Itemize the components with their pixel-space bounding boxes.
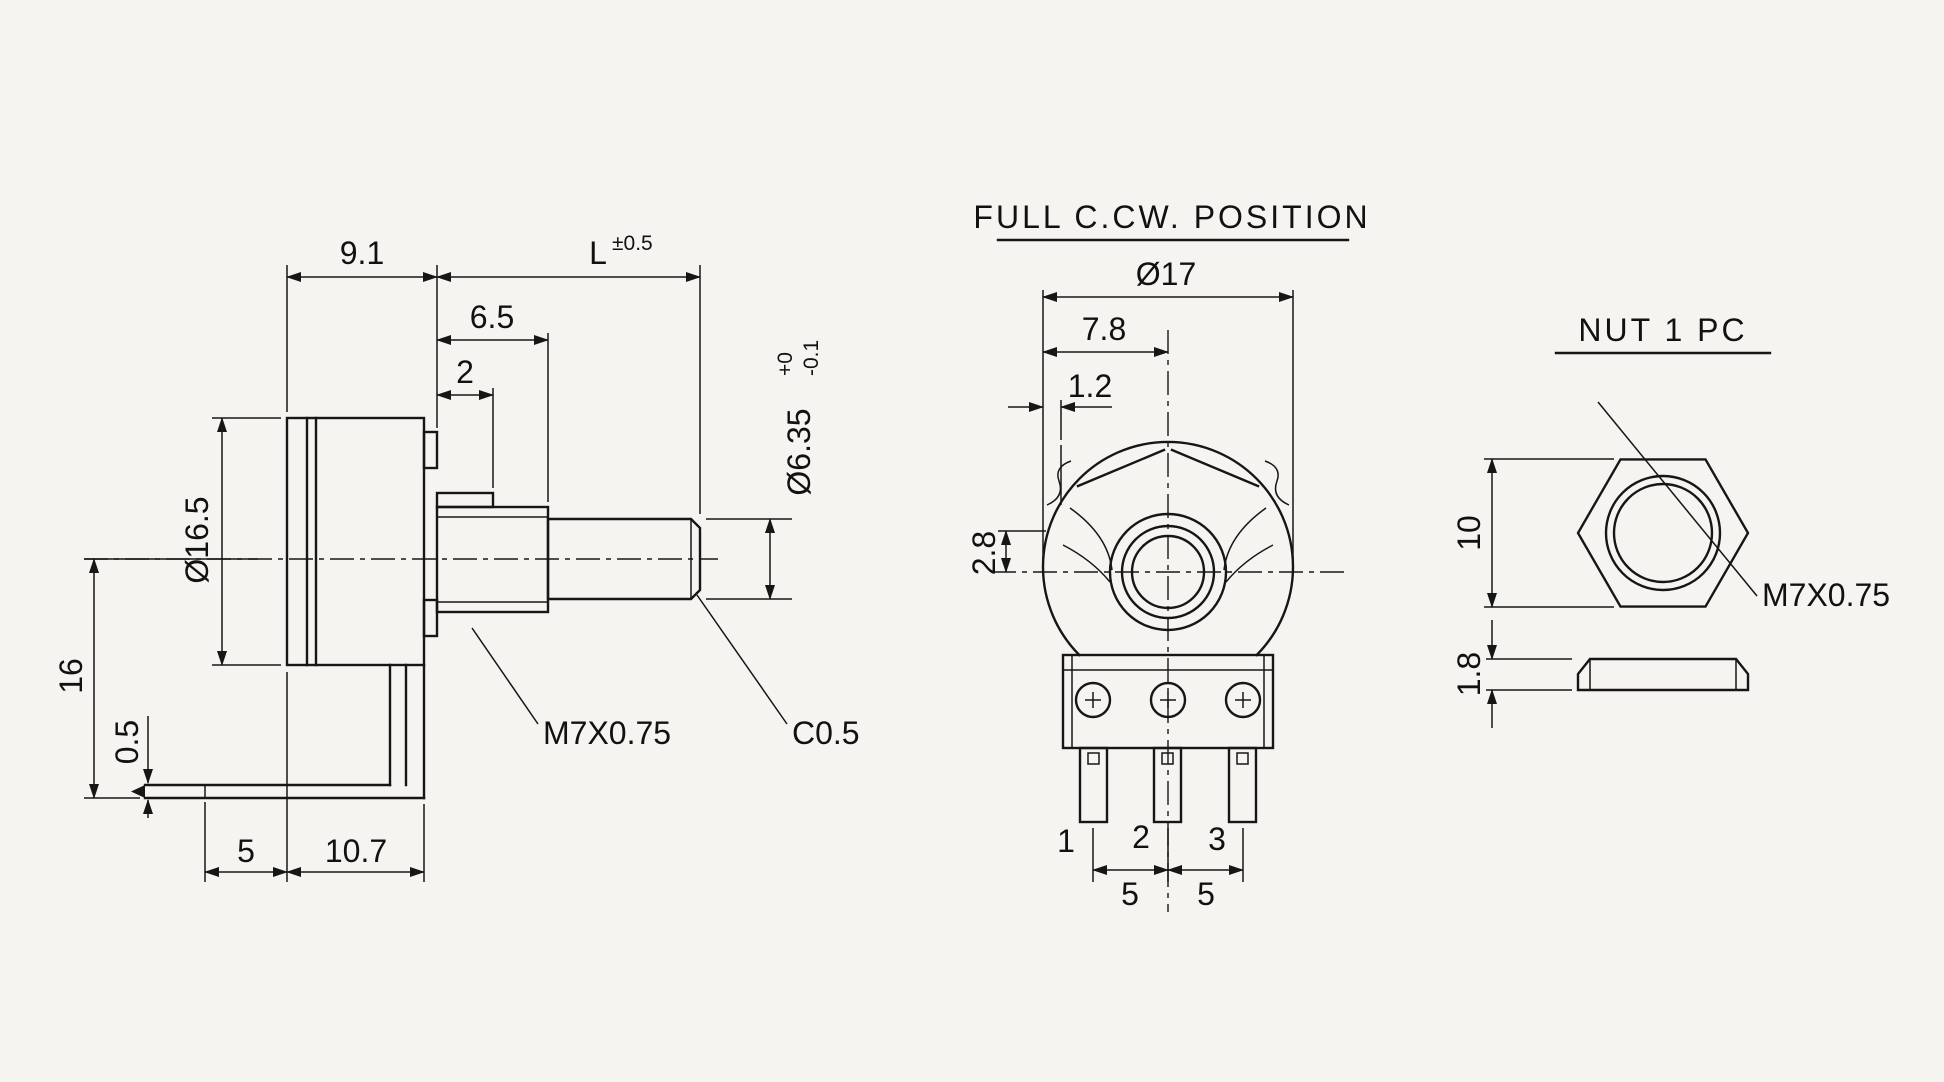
dim-L-label: L [589,235,607,271]
dim-shaft-diameter-label: Ø6.35 [781,408,817,495]
dim-body-diameter-label: Ø16.5 [179,496,215,583]
dim-6-5: 6.5 [436,299,549,502]
hex-nut-side [1576,657,1750,692]
dim-2-8: 2.8 [966,530,1046,575]
dim-7-8: 7.8 [1042,311,1169,357]
dim-10: 10 [1451,458,1614,608]
dim-5b-label: 5 [1197,876,1215,912]
hex-nut-face [1576,458,1750,608]
shaft [546,517,702,601]
dim-shaft-diameter: Ø6.35 +0 -0.1 [706,340,823,600]
dim-16: 16 [53,558,258,799]
dim-2-8-label: 2.8 [966,531,1002,575]
thread-callout: M7X0.75 [471,627,671,751]
chamfer-callout: C0.5 [696,594,860,751]
dim-1-2: 1.2 [1008,368,1112,440]
thread-callout-label: M7X0.75 [543,715,671,751]
pin-tip [131,785,145,798]
dim-16-label: 16 [53,658,89,694]
side-view: 9.1 L ±0.5 6.5 2 Ø6.35 +0 [53,232,860,882]
dim-5-label: 5 [237,833,255,869]
nut-thread-callout: M7X0.75 [1597,401,1890,613]
dim-0-5-label: 0.5 [109,720,145,764]
dim-9-1: 9.1 [286,235,438,428]
dim-9-1-label: 9.1 [340,235,384,271]
dim-17: Ø17 [1042,256,1294,562]
threaded-bushing [435,491,550,614]
dim-0-5: 0.5 [109,716,153,818]
dim-terminal-pitch: 5 5 [1092,828,1244,912]
dim-L-tolerance: ±0.5 [612,232,653,255]
terminal-2-label: 2 [1132,819,1150,855]
mounting-bracket [131,663,426,800]
terminal-rivets [1074,681,1262,719]
front-view: FULL C.CW. POSITION [966,199,1370,912]
dim-shaft-tolerance-minus: -0.1 [800,340,823,376]
dim-body-diameter: Ø16.5 [179,417,281,666]
dim-1-8-label: 1.8 [1451,652,1487,696]
dim-6-5-label: 6.5 [470,299,514,335]
terminal-legs [1078,746,1258,824]
nut-thread-label: M7X0.75 [1762,577,1890,613]
dim-1-2-label: 1.2 [1068,368,1112,404]
dim-5-and-10-7: 5 10.7 [204,672,425,882]
nut-view: NUT 1 PC M7X0.75 10 [1451,312,1890,728]
chamfer-callout-label: C0.5 [792,715,860,751]
dim-7-8-label: 7.8 [1082,311,1126,347]
dim-10-7-label: 10.7 [325,833,387,869]
terminal-3-label: 3 [1208,821,1226,857]
pot-body-front [1041,440,1295,657]
dim-2: 2 [436,354,494,488]
terminal-1-label: 1 [1057,823,1075,859]
pot-body-outline [285,416,439,667]
nut-view-title: NUT 1 PC [1578,312,1747,348]
dim-2-label: 2 [456,354,474,390]
dim-L: L ±0.5 [436,232,701,514]
dim-shaft-tolerance-plus: +0 [774,352,797,376]
dim-5a-label: 5 [1121,876,1139,912]
dim-1-8: 1.8 [1451,620,1572,728]
shaft-front [1108,512,1228,632]
front-view-title: FULL C.CW. POSITION [973,199,1370,235]
dim-17-label: Ø17 [1136,256,1196,292]
dim-10-label: 10 [1451,515,1487,551]
